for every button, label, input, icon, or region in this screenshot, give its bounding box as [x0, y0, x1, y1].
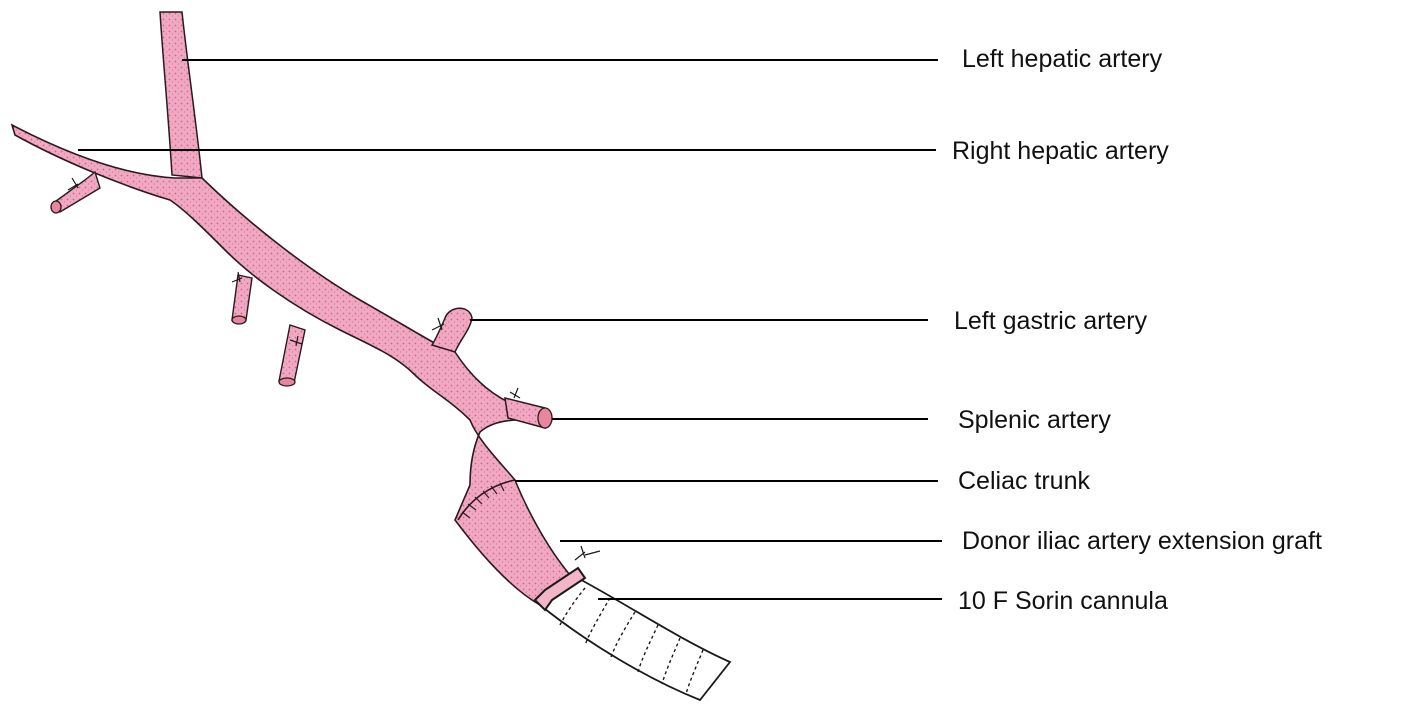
cannula-body [540, 575, 730, 700]
branch-stub-1-end [51, 201, 61, 213]
label-right-hepatic-artery: Right hepatic artery [952, 136, 1169, 166]
label-splenic-artery: Splenic artery [958, 405, 1111, 435]
label-sorin-cannula: 10 F Sorin cannula [958, 586, 1168, 616]
label-donor-iliac-graft: Donor iliac artery extension graft [962, 526, 1322, 556]
branch-stub-3-end [279, 378, 295, 386]
branch-stub-2-end [232, 316, 246, 324]
splenic-artery-end [538, 408, 552, 428]
label-left-gastric-artery: Left gastric artery [954, 306, 1147, 336]
label-celiac-trunk: Celiac trunk [958, 466, 1090, 496]
left-gastric-artery-vessel [432, 308, 472, 352]
label-left-hepatic-artery: Left hepatic artery [962, 44, 1162, 74]
branch-stub-3 [279, 325, 305, 383]
branch-stub-2 [232, 275, 252, 320]
left-hepatic-artery-vessel [160, 12, 202, 178]
